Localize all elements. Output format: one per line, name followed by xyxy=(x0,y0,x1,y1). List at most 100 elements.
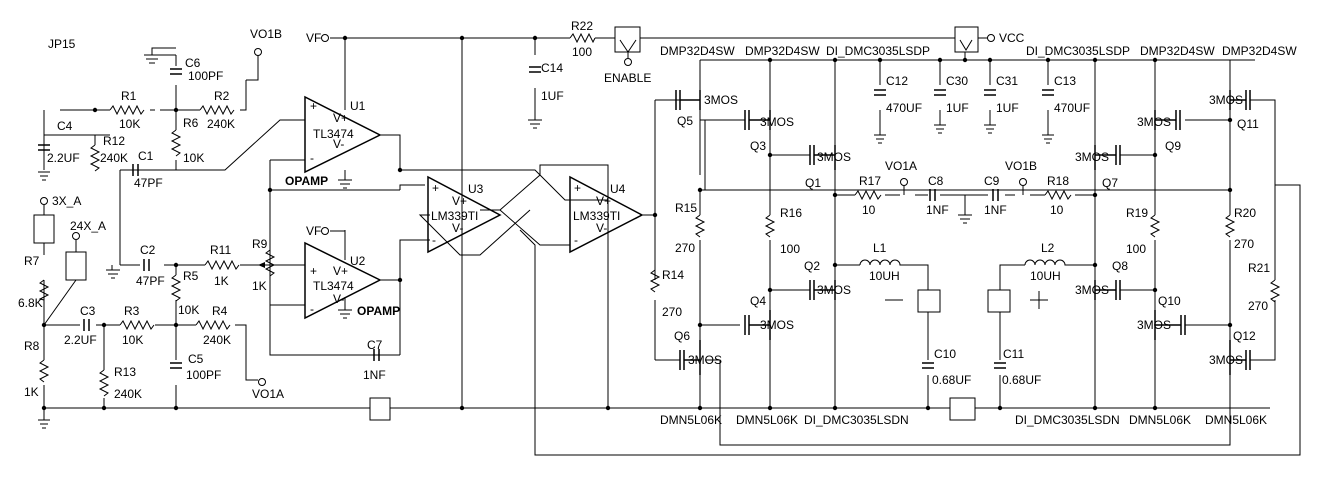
r11-resistor xyxy=(204,259,240,271)
svg-text:V+: V+ xyxy=(452,194,467,208)
svg-text:V+: V+ xyxy=(333,264,348,278)
inductors xyxy=(859,259,1070,266)
svg-text:R15: R15 xyxy=(675,201,697,215)
svg-text:270: 270 xyxy=(662,305,682,319)
svg-text:V-: V- xyxy=(452,221,463,235)
svg-text:R11: R11 xyxy=(210,243,231,257)
svg-text:C11: C11 xyxy=(1003,347,1024,361)
component-labels: R1 10K R2 240K C6 100PF R6 10K C4 2.2UF … xyxy=(18,19,1270,401)
svg-text:10K: 10K xyxy=(183,151,204,165)
svg-text:C5: C5 xyxy=(188,352,204,366)
svg-text:-: - xyxy=(432,233,436,247)
svg-text:Q5: Q5 xyxy=(677,114,693,128)
svg-text:47PF: 47PF xyxy=(136,274,165,288)
q2-mosfet xyxy=(809,280,836,300)
svg-text:10UH: 10UH xyxy=(1030,269,1061,283)
svg-text:100PF: 100PF xyxy=(186,368,221,382)
net-vf-top: VF xyxy=(306,31,321,45)
u3-ref: U3 xyxy=(468,182,484,196)
c13-capacitor xyxy=(1042,89,1054,96)
svg-text:C9: C9 xyxy=(984,174,1000,188)
r9-resistor xyxy=(264,190,276,277)
svg-text:R5: R5 xyxy=(183,269,199,283)
svg-text:C31: C31 xyxy=(996,74,1018,88)
c7-capacitor xyxy=(373,349,380,361)
svg-text:100: 100 xyxy=(780,242,800,256)
q5-mosfet xyxy=(675,90,701,110)
svg-text:+: + xyxy=(574,181,581,195)
u3-value: LM339TI xyxy=(431,209,478,223)
c8-capacitor xyxy=(929,189,936,201)
svg-text:DMP32D4SW: DMP32D4SW xyxy=(1222,44,1297,58)
net-3x: 3X_A xyxy=(52,194,81,208)
svg-text:6.8K: 6.8K xyxy=(18,296,43,310)
c1-capacitor xyxy=(132,164,139,176)
c5-capacitor xyxy=(170,362,182,369)
transistor-labels: 3MOS Q5 3MOS Q3 3MOS Q1 3MOS Q2 3MOS Q4 … xyxy=(674,93,1259,367)
svg-text:R3: R3 xyxy=(124,304,140,318)
svg-text:DMP32D4SW: DMP32D4SW xyxy=(1140,44,1215,58)
q7-mosfet xyxy=(1094,145,1121,170)
q3-mosfet xyxy=(744,110,771,130)
svg-text:470UF: 470UF xyxy=(1054,101,1090,115)
net-vcc: VCC xyxy=(999,31,1025,45)
svg-text:DMN5L06K: DMN5L06K xyxy=(736,413,798,427)
svg-text:+: + xyxy=(432,181,439,195)
l2-inductor xyxy=(1024,259,1070,266)
svg-text:R8: R8 xyxy=(24,339,40,353)
svg-text:DI_DMC3035LSDN: DI_DMC3035LSDN xyxy=(804,413,909,427)
svg-text:100: 100 xyxy=(572,45,592,59)
svg-text:470UF: 470UF xyxy=(886,101,922,115)
terminals xyxy=(40,34,1027,386)
svg-text:C10: C10 xyxy=(934,347,956,361)
net-vf-u2: VF xyxy=(306,224,321,238)
r5-resistor xyxy=(170,274,182,302)
jumper-enable xyxy=(614,26,641,53)
svg-text:240K: 240K xyxy=(203,333,231,347)
svg-text:DI_DMC3035LSDP: DI_DMC3035LSDP xyxy=(826,44,930,58)
svg-text:Q1: Q1 xyxy=(805,176,821,190)
svg-text:240K: 240K xyxy=(207,117,235,131)
c6-capacitor xyxy=(170,68,182,75)
svg-text:R17: R17 xyxy=(859,174,881,188)
svg-text:R7: R7 xyxy=(24,254,40,268)
svg-text:V-: V- xyxy=(596,221,607,235)
svg-text:L1: L1 xyxy=(873,241,887,255)
q4-mosfet xyxy=(744,310,771,340)
svg-text:270: 270 xyxy=(1234,237,1254,251)
svg-text:Q2: Q2 xyxy=(804,259,820,273)
jumper-3x xyxy=(33,214,55,244)
svg-text:C2: C2 xyxy=(140,243,156,257)
svg-text:R22: R22 xyxy=(571,19,593,33)
jumper-gnd xyxy=(369,397,391,421)
svg-text:Q8: Q8 xyxy=(1112,259,1128,273)
q12-mosfet xyxy=(1229,340,1251,375)
svg-text:R21: R21 xyxy=(1248,261,1270,275)
resistors xyxy=(38,32,1281,397)
svg-text:1NF: 1NF xyxy=(984,203,1007,217)
r2-resistor xyxy=(199,104,235,116)
svg-text:V-: V- xyxy=(333,137,344,151)
svg-text:1NF: 1NF xyxy=(926,203,949,217)
net-vo1b-top: VO1B xyxy=(250,27,282,41)
r18-resistor xyxy=(1044,189,1072,201)
svg-text:2.2UF: 2.2UF xyxy=(64,333,97,347)
svg-text:C12: C12 xyxy=(886,74,908,88)
svg-text:3MOS: 3MOS xyxy=(1075,150,1109,164)
q10-mosfet xyxy=(1154,310,1186,340)
svg-text:1UF: 1UF xyxy=(946,101,969,115)
svg-text:R13: R13 xyxy=(114,365,136,379)
svg-text:R9: R9 xyxy=(252,237,268,251)
svg-text:47PF: 47PF xyxy=(134,176,163,190)
u4-comparator: + - V+ V- LM339TI U4 xyxy=(569,175,644,254)
svg-text:3MOS: 3MOS xyxy=(1209,353,1243,367)
wires xyxy=(43,37,1301,456)
svg-text:DMP32D4SW: DMP32D4SW xyxy=(660,44,735,58)
svg-text:+: + xyxy=(310,264,317,278)
q11-mosfet xyxy=(1229,90,1251,110)
svg-text:Q6: Q6 xyxy=(674,329,690,343)
svg-text:DI_DMC3035LSDN: DI_DMC3035LSDN xyxy=(1015,413,1120,427)
svg-text:270: 270 xyxy=(1248,299,1268,313)
svg-text:10K: 10K xyxy=(122,333,143,347)
